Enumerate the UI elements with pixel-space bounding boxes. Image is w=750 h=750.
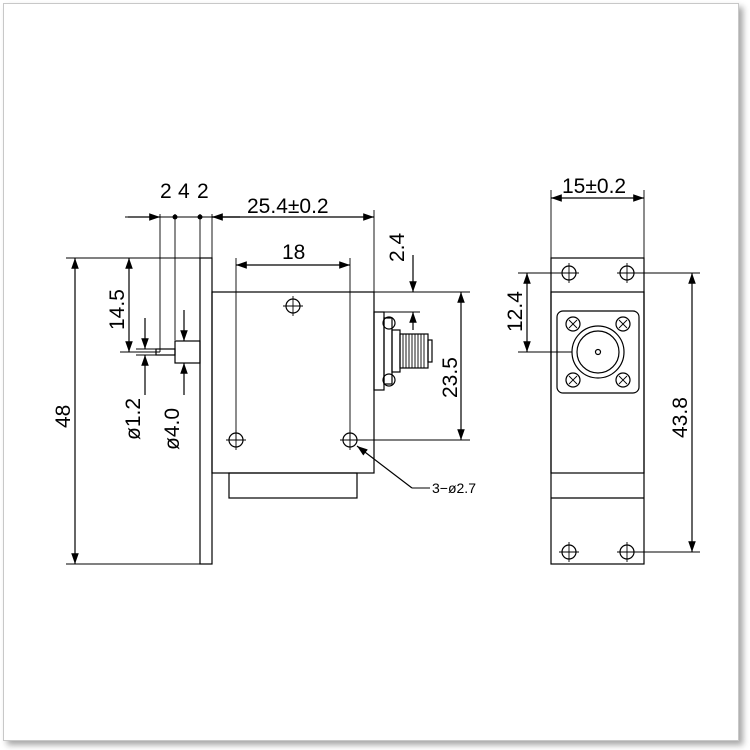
mounting-hole	[283, 296, 303, 316]
dimension-pin-height: 14.5	[106, 258, 160, 353]
drawing-frame	[3, 3, 739, 741]
dimension-pin-body-diameter: ø4.0	[161, 310, 188, 450]
dimension-body-height: 23.5	[357, 292, 470, 441]
screw-icon	[565, 372, 581, 388]
dim-label: 14.5	[106, 289, 129, 330]
side-hole	[559, 263, 579, 283]
dim-label: 2	[197, 180, 209, 203]
dim-label: 15±0.2	[562, 175, 626, 198]
dimension-flange-offset: 2.4	[374, 232, 470, 330]
dimension-total-height: 48	[52, 257, 200, 565]
bottom-base	[228, 472, 358, 499]
side-hole	[617, 542, 637, 562]
side-hole	[559, 542, 579, 562]
dim-label: 18	[282, 241, 305, 264]
dimension-2-4-2: 2 4 2	[125, 180, 240, 352]
side-hole	[617, 263, 637, 283]
dim-label: 12.4	[504, 291, 527, 332]
dim-label: 2.4	[386, 232, 409, 262]
dimension-side-width: 15±0.2	[550, 175, 645, 258]
dim-label: 2	[160, 180, 172, 203]
dim-label: 23.5	[439, 357, 462, 398]
dimension-connector-height: 12.4	[504, 272, 572, 353]
side-plate	[550, 257, 645, 565]
dim-label: ø4.0	[161, 408, 184, 450]
front-view: 2 4 2 25.4±0.2 18 2.4 2	[52, 180, 476, 565]
screw-icon	[615, 316, 631, 332]
dimension-body-width: 25.4±0.2	[212, 195, 375, 292]
mounting-flange	[199, 257, 213, 565]
dim-label: 4	[178, 180, 190, 203]
sma-connector	[373, 311, 433, 391]
dimension-side-height: 43.8	[637, 272, 700, 553]
callout-label: 3−ø2.7	[432, 480, 476, 496]
pin-body	[174, 340, 201, 364]
side-body	[550, 291, 645, 474]
dim-label: 48	[52, 405, 75, 428]
dim-label: 25.4±0.2	[247, 195, 329, 218]
side-view: 15±0.2 12.4 43.8	[504, 175, 700, 565]
hole-callout: 3−ø2.7	[356, 445, 476, 496]
screw-icon	[565, 316, 581, 332]
screw-icon	[615, 372, 631, 388]
dimension-pin-diameter: ø1.2	[122, 318, 156, 440]
dimension-hole-spacing: 18	[235, 241, 351, 440]
dim-label: 43.8	[669, 397, 692, 438]
dim-label: ø1.2	[122, 398, 145, 440]
